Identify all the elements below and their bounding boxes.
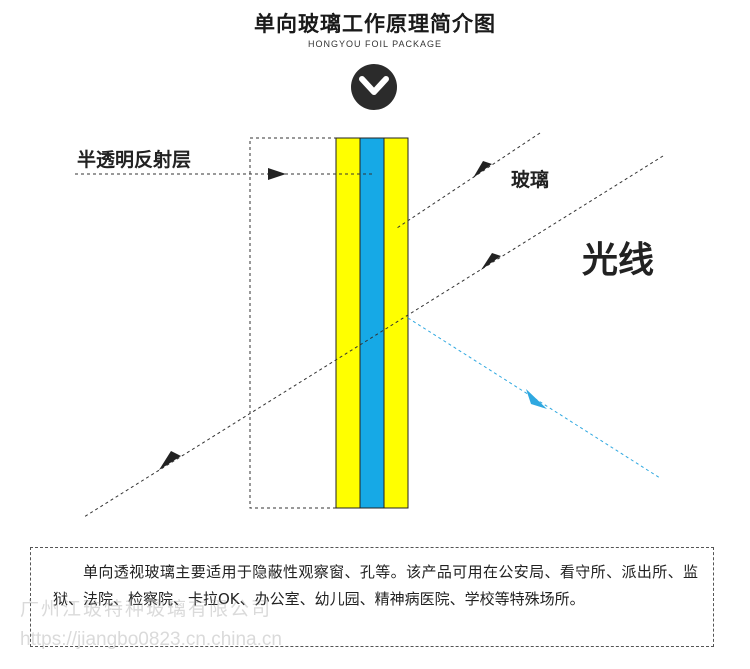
arrow-head-icon (159, 451, 181, 470)
page-title: 单向玻璃工作原理简介图 (254, 12, 496, 36)
glass-leader (396, 132, 541, 229)
arrow-head-icon (268, 168, 286, 180)
reflective-layer (359, 137, 385, 509)
arrow-head-icon (526, 389, 547, 409)
description-box: 单向透视玻璃主要适用于隐蔽性观察窗、孔等。该产品可用在公安局、看守所、派出所、监… (30, 547, 714, 647)
glass-layer-left (335, 137, 361, 509)
description-text: 单向透视玻璃主要适用于隐蔽性观察窗、孔等。该产品可用在公安局、看守所、派出所、监… (53, 563, 698, 608)
page-subtitle: HONGYOU FOIL PACKAGE (307, 39, 443, 49)
chevron-down-icon (351, 64, 397, 110)
glass-label: 玻璃 (511, 168, 549, 191)
arrow-head-icon (481, 253, 501, 270)
arrow-head-icon (473, 161, 492, 178)
reflected-ray (407, 317, 661, 479)
reflective-layer-label: 半透明反射层 (77, 148, 191, 171)
light-label: 光线 (582, 240, 654, 281)
